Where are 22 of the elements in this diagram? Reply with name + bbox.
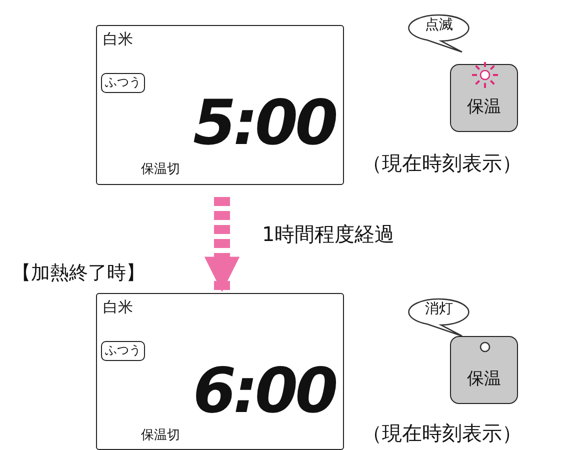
mode-text: ふつう (104, 343, 142, 358)
button-text: 保温 (466, 369, 502, 390)
note-text: （現在時刻表示） (362, 150, 522, 177)
bubble-text: 点滅 (424, 17, 454, 34)
time-digits: 5:00 (193, 92, 336, 154)
lcd-display (96, 293, 344, 450)
lcd-display (96, 25, 344, 185)
bubble-text: 消灯 (424, 301, 454, 318)
note-text: （現在時刻表示） (362, 420, 522, 447)
time-digits: 6:00 (193, 360, 336, 422)
mode-indicator (101, 73, 145, 93)
display-text: 白米 (103, 298, 133, 316)
flow-arrow (204, 197, 240, 292)
button-text: 保温 (466, 97, 502, 118)
display-text: 保温切 (141, 428, 180, 444)
mode-text: ふつう (104, 75, 142, 90)
keep-warm-button (450, 336, 518, 404)
display-text: 白米 (103, 30, 133, 48)
keep-warm-button (450, 64, 518, 132)
section-heading: 【加熱終了時】 (12, 261, 145, 286)
mode-indicator (101, 341, 145, 361)
display-text: 保温切 (141, 162, 180, 178)
